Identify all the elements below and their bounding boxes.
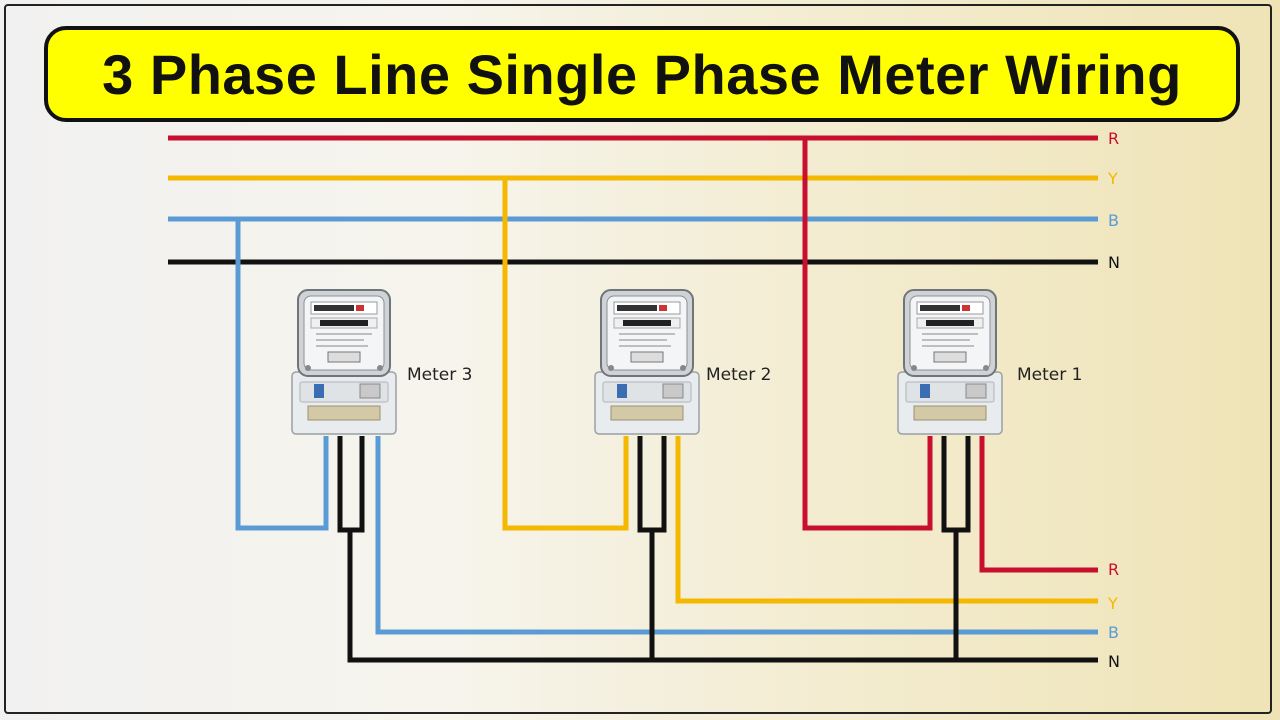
- input-label-r: R: [1108, 129, 1119, 148]
- output-label-y: Y: [1107, 594, 1118, 613]
- meter-1: [897, 289, 1003, 435]
- meter1-phase-out-wire: [979, 436, 1098, 573]
- meter3-phase-in-wire: [235, 219, 329, 531]
- energy-meter-icon: [291, 289, 397, 435]
- meter-2: [594, 289, 700, 435]
- output-label-r: R: [1108, 560, 1119, 579]
- meter-3: [291, 289, 397, 435]
- meter3-phase-out-wire: [375, 436, 1098, 635]
- meter-2-label: Meter 2: [706, 365, 771, 385]
- meter2-phase-out-wire: [675, 436, 1098, 604]
- input-label-y: Y: [1107, 169, 1118, 188]
- input-label-n: N: [1108, 253, 1120, 272]
- meter-3-label: Meter 3: [407, 365, 472, 385]
- energy-meter-icon: [897, 289, 1003, 435]
- output-label-b: B: [1108, 623, 1119, 642]
- meter1-phase-in-wire: [802, 138, 933, 531]
- diagram-title: 3 Phase Line Single Phase Meter Wiring: [102, 42, 1182, 106]
- energy-meter-icon: [594, 289, 700, 435]
- meter-1-label: Meter 1: [1017, 365, 1082, 385]
- meter1-neutral-loop: [941, 436, 971, 533]
- input-label-b: B: [1108, 211, 1119, 230]
- meter3-neutral-loop: [337, 436, 365, 533]
- meter2-phase-in-wire: [502, 178, 629, 531]
- diagram-frame: [4, 4, 1272, 714]
- meter2-neutral-loop: [637, 436, 667, 533]
- title-banner: 3 Phase Line Single Phase Meter Wiring: [44, 26, 1240, 122]
- output-label-n: N: [1108, 652, 1120, 671]
- meter3-neutral-out: [347, 530, 1098, 663]
